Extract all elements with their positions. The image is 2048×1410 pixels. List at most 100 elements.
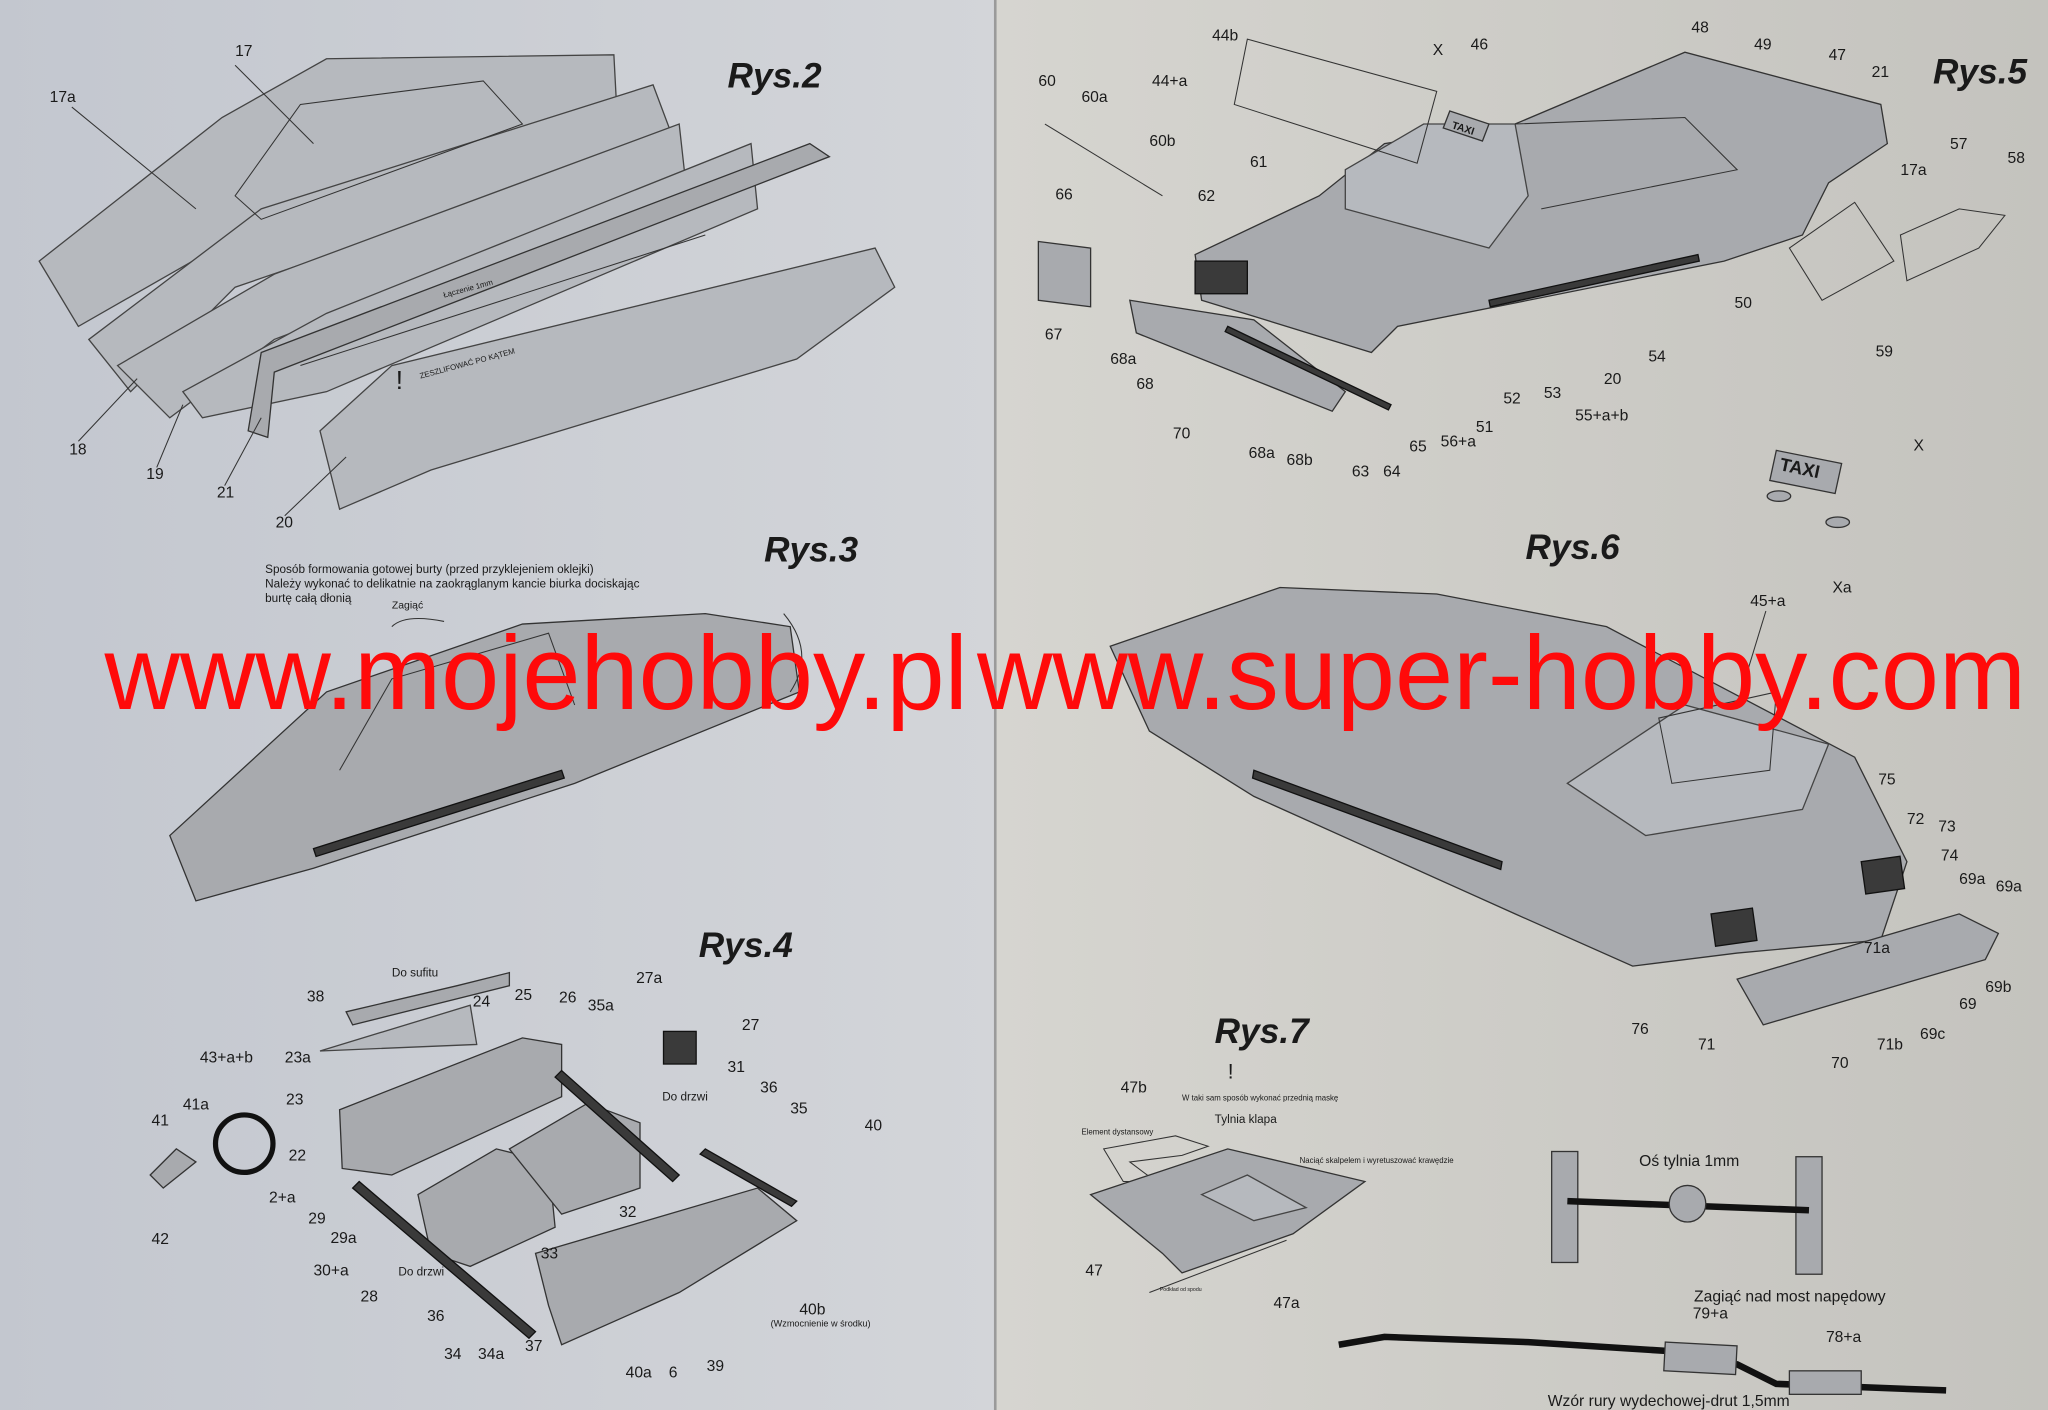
part-label: 69a [1996,879,2022,896]
part-label: 6 [669,1364,678,1381]
part-label: 78+a [1826,1329,1862,1346]
part-label: 60b [1149,133,1175,150]
part-label: 69b [1985,979,2011,996]
underlay-note: Podkład od spodu [1160,1287,1202,1293]
rys7-title: Rys.7 [1215,1012,1310,1051]
part-label: Xa [1832,580,1851,597]
part-label: 49 [1754,37,1771,54]
part-label: 17a [50,89,76,106]
part-label: 71 [1698,1037,1715,1054]
part-label: 34 [444,1346,462,1363]
part-label: 54 [1648,349,1666,366]
part-label: 63 [1352,464,1370,481]
part-label: 48 [1691,20,1709,37]
part-label: 21 [217,484,234,501]
part-label: 76 [1631,1021,1649,1038]
part-label: 58 [2008,150,2026,167]
warning-mark: ! [1228,1060,1234,1083]
part-label: 27 [742,1017,759,1034]
part-label: 22 [289,1148,306,1165]
part-label: 68a [1249,445,1275,462]
part-label: 35 [790,1101,808,1118]
rys7-diagram [1089,1135,1947,1395]
part-label: 60 [1038,73,1056,90]
part-label: 62 [1198,188,1215,205]
part-label: 39 [707,1358,724,1375]
part-label: X [1433,42,1444,59]
rys5-diagram [1037,38,2006,529]
part-label: 69a [1959,871,1985,888]
part-label: 23a [285,1050,311,1067]
part-label: 52 [1503,390,1520,407]
part-label: 61 [1250,154,1267,171]
part-label: 53 [1544,385,1562,402]
part-label: 34a [478,1346,504,1363]
part-label: 17a [1900,162,1926,179]
rys2-title: Rys.2 [728,56,822,95]
part-label: 70 [1831,1055,1849,1072]
part-label: 47 [1829,47,1846,64]
part-label: 20 [276,514,294,531]
front-hood-note: W taki sam sposób wykonać przednią maskę [1182,1094,1338,1103]
part-label: 33 [541,1246,559,1263]
rear-hatch-subtitle: Tylnia klapa [1215,1113,1278,1126]
rys3-diagram [169,612,803,902]
bend-note: Zagiąć nad most napędowy [1694,1289,1886,1306]
part-label: 67 [1045,326,1062,343]
part-label: 57 [1950,136,1967,153]
part-label: 75 [1878,772,1896,789]
part-label: 20 [1604,371,1622,388]
part-label: 47b [1121,1080,1147,1097]
part-label: 26 [559,990,577,1007]
part-label: 59 [1876,343,1893,360]
part-label: 79+a [1693,1306,1729,1323]
part-label: 56+a [1441,434,1477,451]
part-label: 29 [308,1210,325,1227]
watermark-mojehobby: www.mojehobby.pl [103,615,967,732]
part-label: 19 [146,466,163,483]
instruction-line: burtę całą dłonią [265,592,352,605]
part-label: 47a [1273,1295,1299,1312]
part-label: 41a [183,1097,209,1114]
part-label: 68a [1110,351,1136,368]
part-label: 51 [1476,419,1493,436]
instruction-line: Sposób formowania gotowej burty (przed p… [265,563,594,576]
part-label: 43+a+b [200,1050,253,1067]
door-note: Do drzwi [398,1266,444,1279]
ceiling-note: Do sufitu [392,967,438,980]
part-label: 40b [799,1302,825,1319]
cut-note: Naciąć skalpelem i wyretuszować krawędzi… [1300,1156,1454,1165]
door-note: Do drzwi [662,1091,708,1104]
part-label: 73 [1938,819,1956,836]
part-label: 71b [1877,1037,1903,1054]
rys4-diagram [149,971,798,1346]
exhaust-note: Wzór rury wydechowej-drut 1,5mm [1548,1393,1790,1410]
part-label: 29a [330,1230,356,1247]
part-label: 2+a [269,1189,296,1206]
watermark-super-hobby: www.super-hobby.com [976,615,2026,732]
part-label: 65 [1409,439,1427,456]
part-label: 27a [636,970,662,987]
bend-note: Zagiąć [392,600,423,611]
part-label: 25 [515,987,533,1004]
part-label: 46 [1471,37,1489,54]
part-label: 37 [525,1338,542,1355]
part-label: 42 [152,1231,169,1248]
rys6-labels: 45+a 75 72 73 74 69a 69a 71a 69 69b 69c … [1631,593,2022,1072]
part-label: 47 [1085,1263,1102,1280]
part-label: 72 [1907,811,1924,828]
part-label: 69 [1959,996,1976,1013]
rys6-diagram [1109,586,2000,1026]
part-label: 50 [1735,295,1753,312]
rys5-labels: 44b X 46 48 49 47 21 60 60a 44+a 60b 61 … [1038,20,2025,597]
part-label: 32 [619,1204,636,1221]
part-label: 35a [588,998,614,1015]
part-label: 24 [473,994,491,1011]
part-label: 71a [1864,940,1890,957]
part-label: 68 [1136,376,1154,393]
part-label: X [1913,437,1924,454]
spacer-note: Element dystansowy [1081,1128,1153,1137]
part-label: 36 [760,1080,778,1097]
rys6-title: Rys.6 [1526,528,1620,567]
part-label: 30+a [313,1263,349,1280]
